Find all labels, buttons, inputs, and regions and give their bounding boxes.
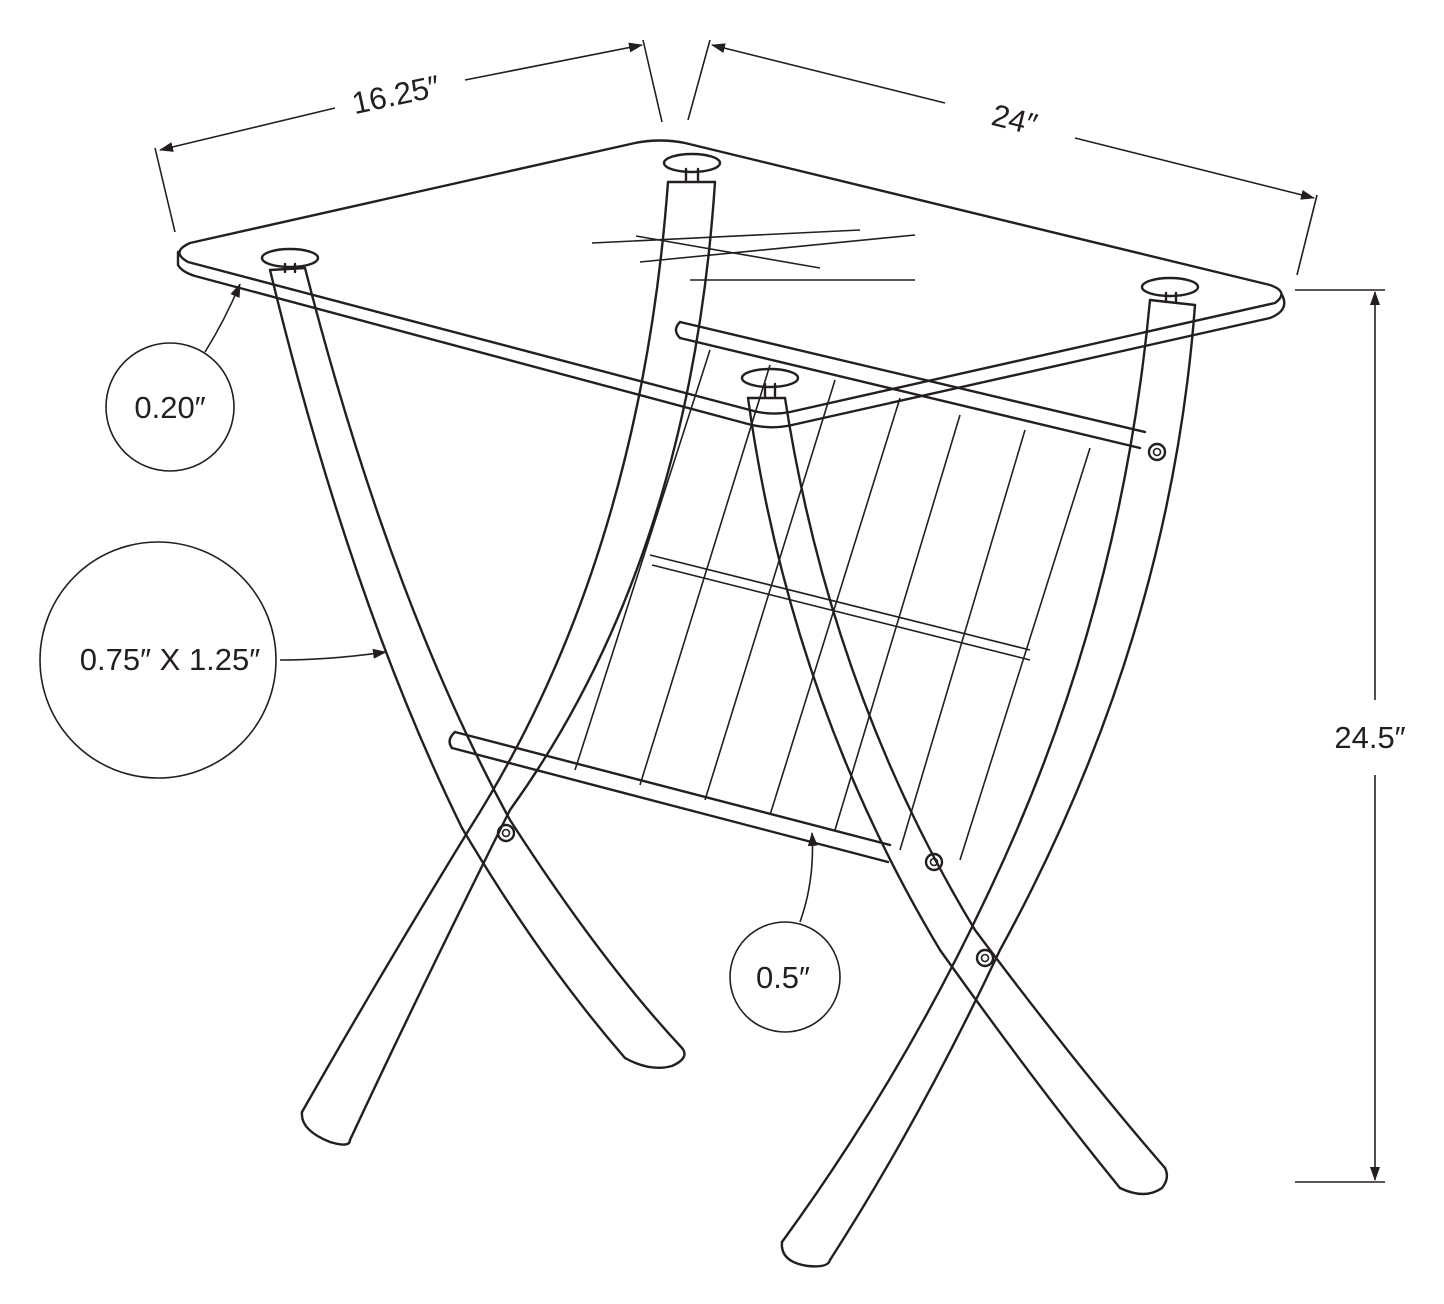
length-label: 24″	[988, 97, 1041, 142]
width-label: 16.25″	[349, 68, 443, 121]
callout-glass-thickness: 0.20″	[105, 283, 241, 472]
glass-thickness-label: 0.20″	[134, 390, 205, 425]
callout-leg-profile: 0.75″ X 1.25″	[39, 541, 387, 779]
rod-diameter-label: 0.5″	[756, 960, 810, 995]
glass-pads	[260, 152, 1200, 398]
dimension-length: 24″	[687, 39, 1318, 276]
leg-profile-label: 0.75″ X 1.25″	[80, 642, 261, 677]
leg-back-right	[780, 298, 1197, 1268]
rack-slats	[574, 349, 1091, 861]
dimension-height: 24.5″	[1295, 289, 1406, 1183]
height-label: 24.5″	[1334, 720, 1405, 755]
bolts	[496, 442, 1167, 968]
leg-front-left	[268, 266, 686, 1069]
leg-front-right	[746, 396, 1169, 1196]
leg-back-left	[300, 180, 717, 1146]
glass-top	[176, 139, 1286, 429]
callout-rod-diameter: 0.5″	[729, 832, 841, 1033]
dimension-width: 16.25″	[154, 39, 663, 233]
rod-top	[674, 320, 1147, 450]
